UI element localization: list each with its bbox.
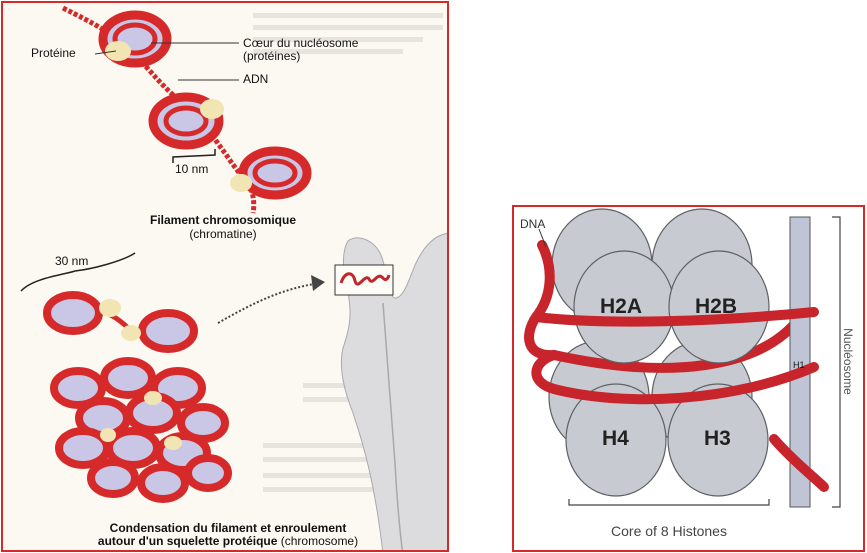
chromatin-diagram-panel: Protéine Cœur du nucléosome (protéines) … — [1, 1, 449, 552]
caption-bold-part: autour d'un squelette protéique — [98, 534, 278, 548]
caption-normal-part: (chromosome) — [277, 534, 358, 548]
h2a-label: H2A — [600, 295, 642, 319]
core-label: Core of 8 Histones — [569, 525, 769, 538]
proteine-label: Protéine — [31, 47, 76, 60]
filament-subtitle: (chromatine) — [123, 228, 323, 241]
h3-label: H3 — [704, 427, 731, 451]
h2b-label: H2B — [695, 295, 737, 319]
coeur-label-line2: (protéines) — [243, 50, 300, 63]
filament-title: Filament chromosomique — [123, 214, 323, 227]
nucleosome-label: Nucléosome — [841, 328, 854, 395]
chromatin-illustration — [3, 3, 449, 552]
adn-label: ADN — [243, 73, 268, 86]
dna-label: DNA — [520, 218, 545, 231]
nucleosome-3 — [230, 151, 307, 195]
h1-label: H1 — [793, 359, 805, 372]
nucleosome-1 — [103, 15, 167, 63]
nucleosome-illustration — [514, 207, 865, 552]
condensation-caption-line2: autour d'un squelette protéique (chromos… — [23, 535, 433, 548]
nucleosome-bracket — [832, 217, 840, 507]
condensed-fiber-cluster — [54, 361, 228, 499]
h4-label: H4 — [602, 427, 629, 451]
zoom-arrow — [218, 283, 321, 323]
nucleosome-2 — [153, 97, 224, 145]
nucleosome-diagram-panel: DNA H2A H2B H4 H3 H1 Nucléosome Core of … — [512, 205, 865, 552]
scale-10nm-label: 10 nm — [175, 163, 208, 176]
core-bracket — [569, 499, 769, 505]
scale-30nm-label: 30 nm — [55, 255, 88, 268]
